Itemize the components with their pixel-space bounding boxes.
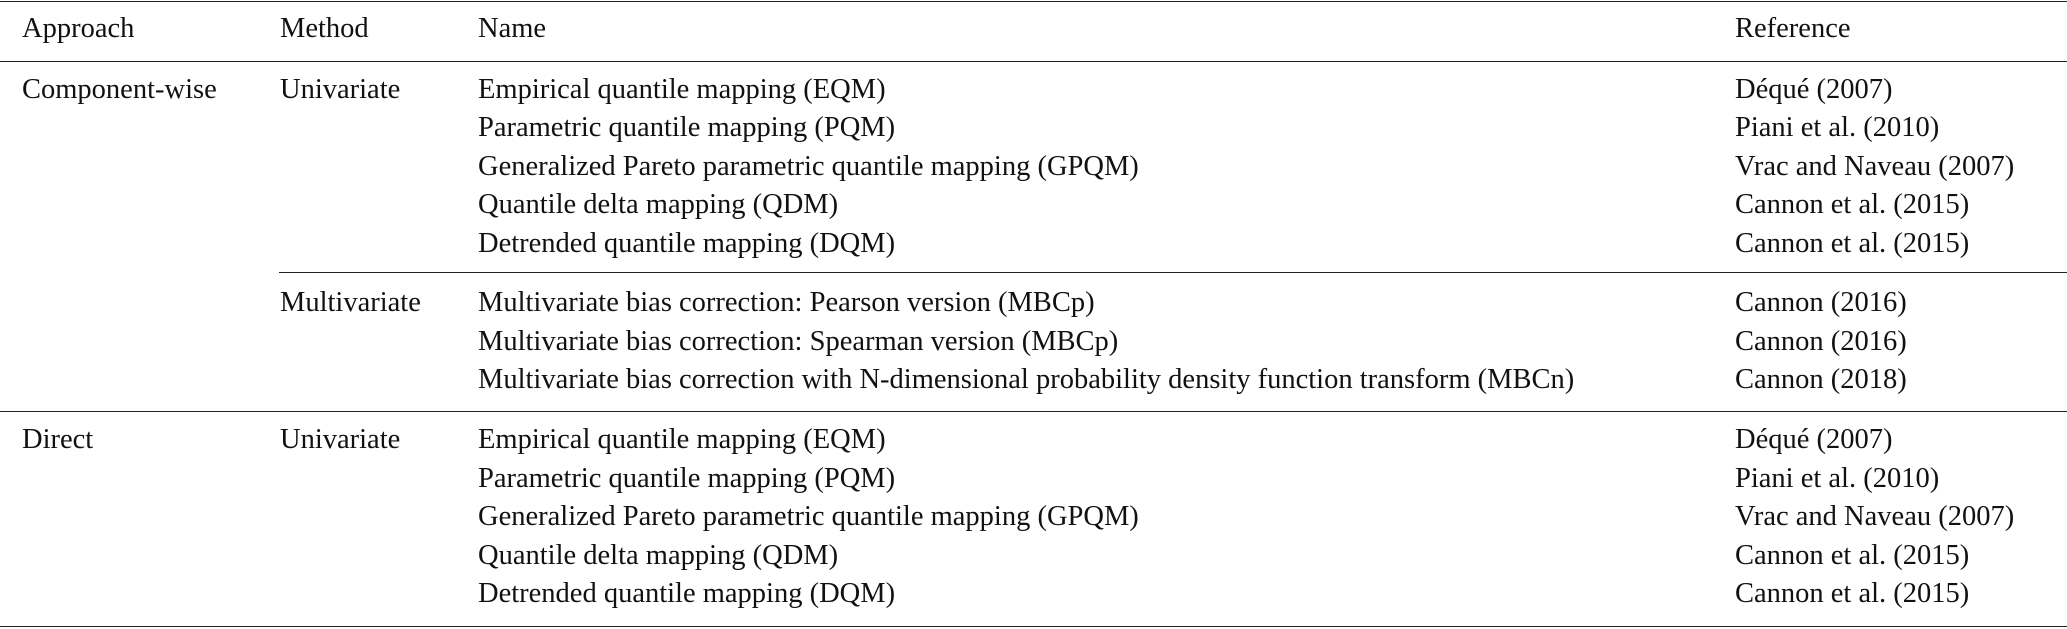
table-row-name: Parametric quantile mapping (PQM): [478, 463, 896, 494]
table-row-name: Multivariate bias correction: Spearman v…: [478, 326, 1119, 357]
header-reference: Reference: [1735, 13, 1851, 44]
table-row-reference: Cannon et al. (2015): [1735, 189, 1970, 220]
table-row-name: Empirical quantile mapping (EQM): [478, 74, 886, 105]
table-row-reference: Vrac and Naveau (2007): [1735, 501, 2015, 532]
group-method: Univariate: [280, 74, 401, 105]
table-row-name: Generalized Pareto parametric quantile m…: [478, 501, 1139, 532]
group-method: Univariate: [280, 424, 401, 455]
table-row-reference: Déqué (2007): [1735, 424, 1893, 455]
table-row-reference: Cannon (2018): [1735, 364, 1907, 395]
table-row-reference: Vrac and Naveau (2007): [1735, 151, 2015, 182]
table-row-name: Detrended quantile mapping (DQM): [478, 578, 896, 609]
table-row-reference: Cannon (2016): [1735, 326, 1907, 357]
table-row-reference: Cannon et al. (2015): [1735, 228, 1970, 259]
bottom-rule: [0, 626, 2067, 627]
header-approach: Approach: [22, 13, 135, 44]
header-name: Name: [478, 13, 547, 44]
table-row-name: Multivariate bias correction with N-dime…: [478, 364, 1575, 395]
header-method: Method: [280, 13, 369, 44]
table-row-reference: Cannon et al. (2015): [1735, 578, 1970, 609]
table-row-name: Empirical quantile mapping (EQM): [478, 424, 886, 455]
table-row-reference: Déqué (2007): [1735, 74, 1893, 105]
table-row-name: Multivariate bias correction: Pearson ve…: [478, 287, 1095, 318]
table-row-reference: Piani et al. (2010): [1735, 463, 1940, 494]
table-row-name: Generalized Pareto parametric quantile m…: [478, 151, 1139, 182]
table-row-reference: Cannon (2016): [1735, 287, 1907, 318]
table-row-name: Quantile delta mapping (QDM): [478, 540, 839, 571]
group-separator-rule: [0, 411, 2067, 412]
top-rule: [0, 1, 2067, 2]
group-approach: Component-wise: [22, 74, 217, 105]
table-row-name: Detrended quantile mapping (DQM): [478, 228, 896, 259]
table-row-name: Quantile delta mapping (QDM): [478, 189, 839, 220]
header-rule: [0, 61, 2067, 62]
table-row-name: Parametric quantile mapping (PQM): [478, 112, 896, 143]
table-row-reference: Piani et al. (2010): [1735, 112, 1940, 143]
table-row-reference: Cannon et al. (2015): [1735, 540, 1970, 571]
group-approach: Direct: [22, 424, 94, 455]
group-midrule: [279, 272, 2067, 273]
group-method: Multivariate: [280, 287, 421, 318]
